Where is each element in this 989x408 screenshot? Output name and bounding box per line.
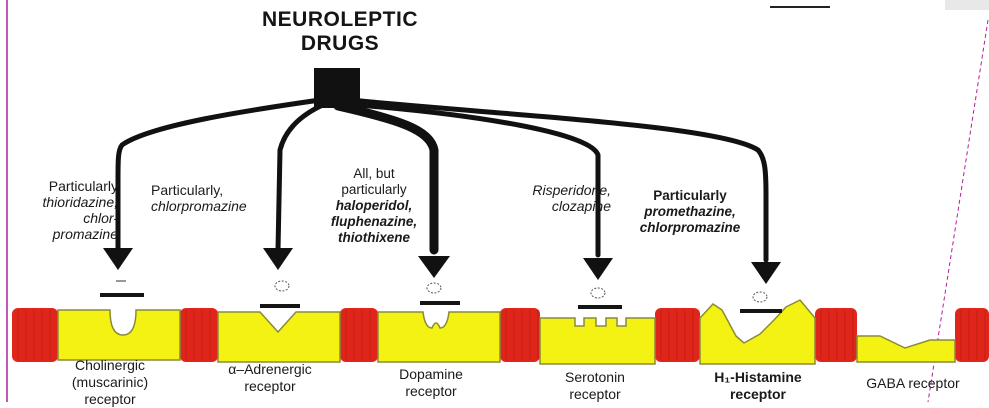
receptor-label-serotonin: Serotonin receptor xyxy=(535,369,655,403)
receptor-label-line: Cholinergic xyxy=(50,357,170,374)
receptor-label-gaba: GABA receptor xyxy=(858,375,968,392)
drug-bar xyxy=(420,301,460,305)
drug-label-line: promazine xyxy=(18,226,118,242)
drug-label-line: Risperidone, xyxy=(501,182,611,198)
receptor-label-line: Serotonin xyxy=(535,369,655,386)
drug-label-line: Particularly, xyxy=(151,182,281,198)
receptor-label-line: receptor xyxy=(535,386,655,403)
receptor-label-line: receptor xyxy=(50,391,170,408)
membrane-segment xyxy=(955,308,989,362)
drug-label-line: fluphenazine, xyxy=(318,214,430,230)
drug-bar xyxy=(100,293,144,297)
drug-label-line: chlorpromazine xyxy=(151,198,281,214)
drug-label-cholinergic: Particularly thioridazine, chlor- promaz… xyxy=(18,178,118,242)
drug-label-line: thioridazine, xyxy=(18,194,118,210)
drug-label-line: clozapine xyxy=(501,198,611,214)
drug-label-line: chlor- xyxy=(18,210,118,226)
arrow-head xyxy=(418,256,450,278)
receptor-label-line: H₁-Histamine xyxy=(693,369,823,386)
receptor-label-line: α–Adrenergic xyxy=(210,361,330,378)
drug-label-line: promethazine, xyxy=(625,204,755,220)
receptor-adrenergic xyxy=(218,312,340,362)
drug-label-line: thiothixene xyxy=(318,230,430,246)
drug-bar xyxy=(740,309,782,313)
drug-label-dopamine: All, but particularly haloperidol, fluph… xyxy=(318,166,430,246)
drug-label-line: All, but xyxy=(318,166,430,182)
drug-bar xyxy=(578,305,622,309)
drug-molecule xyxy=(753,292,767,302)
arrows xyxy=(103,68,781,284)
drug-molecule xyxy=(275,281,289,291)
scan-artifact xyxy=(945,0,989,10)
drug-label-line: haloperidol, xyxy=(318,198,430,214)
drug-molecule xyxy=(427,283,441,293)
drug-label-histamine: Particularly promethazine, chlorpromazin… xyxy=(625,188,755,236)
receptor-label-line: receptor xyxy=(371,383,491,400)
receptor-cholinergic xyxy=(58,310,180,360)
arrow-head xyxy=(751,262,781,284)
title-line-1: NEUROLEPTIC xyxy=(240,8,440,32)
membrane-segment xyxy=(12,308,58,362)
receptor-dopamine xyxy=(378,312,500,362)
drug-molecule xyxy=(591,288,605,298)
arrow-branch xyxy=(118,100,320,250)
receptor-label-dopamine: Dopamine receptor xyxy=(371,366,491,400)
drug-label-serotonin: Risperidone, clozapine xyxy=(501,182,611,214)
drug-label-adrenergic: Particularly, chlorpromazine xyxy=(151,182,281,214)
arrow-head xyxy=(583,258,613,280)
arrow-head xyxy=(263,248,293,270)
receptor-serotonin xyxy=(540,318,655,364)
receptor-label-adrenergic: α–Adrenergic receptor xyxy=(210,361,330,395)
receptor-label-line: (muscarinic) xyxy=(50,374,170,391)
receptor-label-line: GABA receptor xyxy=(858,375,968,392)
receptor-label-line: receptor xyxy=(210,378,330,395)
arrow-head xyxy=(103,248,133,270)
diagram-title: NEUROLEPTIC DRUGS xyxy=(240,8,440,56)
drug-label-line: particularly xyxy=(318,182,430,198)
title-line-2: DRUGS xyxy=(240,32,440,56)
drug-label-line: Particularly xyxy=(18,178,118,194)
drug-label-line: Particularly xyxy=(625,188,755,204)
receptor-gaba xyxy=(857,336,955,362)
receptor-label-line: Dopamine xyxy=(371,366,491,383)
receptor-label-histamine: H₁-Histamine receptor xyxy=(693,369,823,403)
drug-bar xyxy=(260,304,300,308)
receptor-label-line: receptor xyxy=(693,386,823,403)
receptor-label-cholinergic: Cholinergic (muscarinic) receptor xyxy=(50,357,170,408)
drug-label-line: chlorpromazine xyxy=(625,220,755,236)
